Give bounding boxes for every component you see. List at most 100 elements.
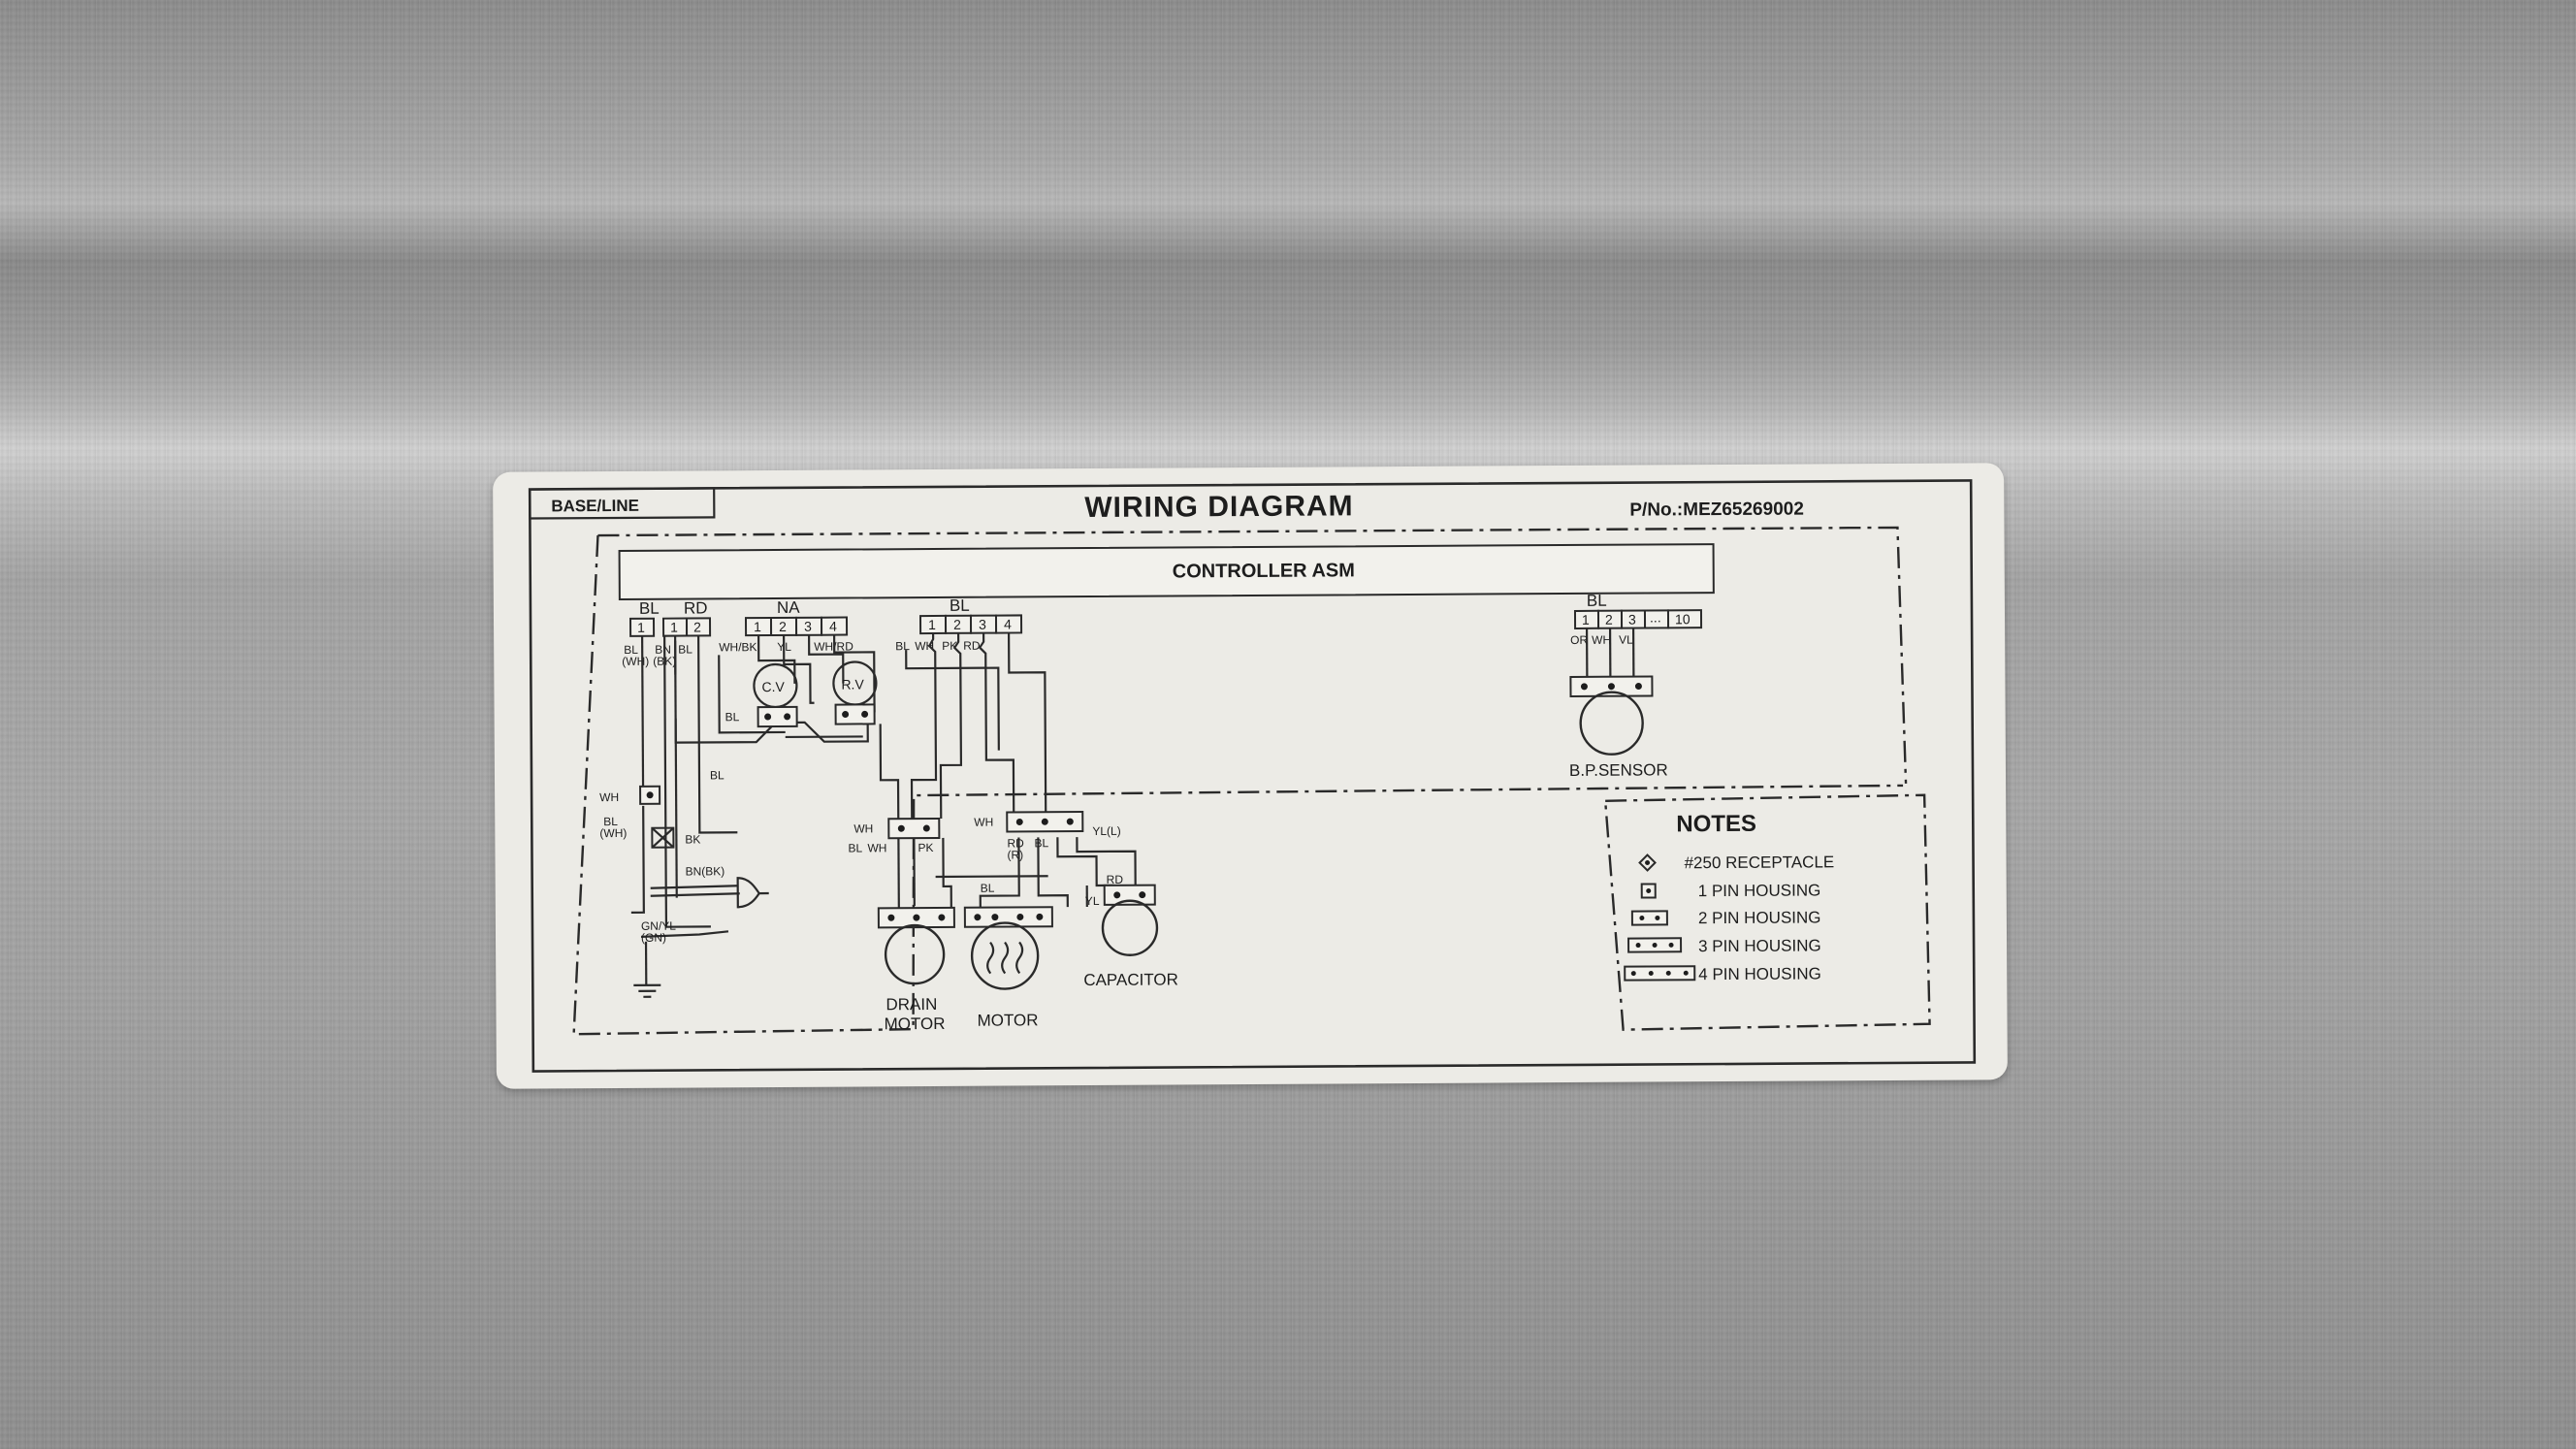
outer-frame <box>528 479 1977 1073</box>
notes-title: NOTES <box>1676 811 1756 838</box>
controller-box <box>618 543 1715 600</box>
svg-text:3: 3 <box>979 617 986 632</box>
wire-label: WH/BK <box>719 640 757 654</box>
rv-housing <box>834 703 876 725</box>
wire-label: WH <box>1592 633 1611 647</box>
wire-label: YL(L) <box>1092 824 1120 838</box>
motor-wiring <box>879 632 1137 909</box>
base-line-tag-box <box>529 487 716 520</box>
conn-na-label: NA <box>777 598 800 617</box>
conn-right-bl-label: BL <box>1587 592 1607 610</box>
svg-text:...: ... <box>1650 609 1661 625</box>
power-wiring <box>630 635 738 998</box>
wire-label: BL <box>624 643 638 657</box>
wire-label: BL <box>603 815 618 828</box>
wire-label: (WH) <box>622 655 649 668</box>
bp-sensor-wiring <box>1585 628 1635 679</box>
wire-label: BL <box>981 882 995 895</box>
enclosure-left <box>572 535 1904 1036</box>
svg-text:2: 2 <box>1605 612 1613 628</box>
two-pin-symbol-icon <box>1630 910 1668 926</box>
svg-text:1: 1 <box>928 617 936 632</box>
motor-housing <box>963 906 1053 928</box>
svg-text:1: 1 <box>637 620 645 635</box>
svg-text:1: 1 <box>670 620 678 635</box>
bp-sensor-label: B.P.SENSOR <box>1569 760 1668 780</box>
wire-label: (R) <box>1007 848 1023 861</box>
svg-text:4: 4 <box>1004 616 1012 631</box>
wire-label: BN(BK) <box>686 864 725 878</box>
wire-label: VL <box>1619 633 1633 647</box>
note-item: 1 PIN HOUSING <box>1698 881 1821 900</box>
cv-housing <box>757 705 798 728</box>
svg-text:3: 3 <box>1628 612 1636 628</box>
wire-label: BL <box>848 841 862 854</box>
svg-text:4: 4 <box>829 619 837 634</box>
conn-mid-bl-label: BL <box>950 596 970 615</box>
svg-text:1: 1 <box>1582 612 1590 628</box>
capacitor-label: CAPACITOR <box>1083 970 1178 989</box>
conn-left-bl-label: BL <box>639 599 660 618</box>
cv-label: C.V <box>761 679 785 694</box>
wire-label: BL <box>1034 836 1048 850</box>
capacitor-housing <box>1103 884 1156 906</box>
four-pin-symbol-icon <box>1624 965 1696 982</box>
svg-text:2: 2 <box>779 619 787 634</box>
note-item: #250 RECEPTACLE <box>1684 853 1834 872</box>
wire-label: BL <box>710 768 724 782</box>
wire-label: WH <box>599 790 619 804</box>
note-item: 3 PIN HOUSING <box>1698 936 1821 955</box>
svg-text:10: 10 <box>1675 611 1690 627</box>
wire-label: GN/YL <box>641 919 676 933</box>
wire-label: WH <box>867 841 886 854</box>
wire-label: RD <box>1007 836 1024 850</box>
left-connector-pins: 1 1 2 <box>628 617 712 637</box>
bp-sensor <box>1579 691 1644 756</box>
wire-label: YL <box>1085 894 1100 908</box>
wire-label: BL <box>678 643 692 657</box>
wire-label: (GN) <box>641 931 666 945</box>
diagram-title: WIRING DIAGRAM <box>1084 490 1354 524</box>
drain-motor <box>884 923 946 985</box>
receptacle-symbol-icon <box>1638 853 1657 872</box>
wire-label: PK <box>942 639 957 653</box>
enclosure-top <box>597 526 1908 784</box>
wire-label: (WH) <box>599 826 627 840</box>
svg-text:2: 2 <box>953 617 961 632</box>
na-connector-pins: 1 2 3 4 <box>744 616 849 637</box>
wire-label: OR <box>1570 633 1588 647</box>
wiring-diagram-label: BASE/LINE WIRING DIAGRAM P/No.:MEZ652690… <box>493 463 2008 1089</box>
rv-label: R.V <box>841 676 864 692</box>
motor-coils <box>986 941 1024 975</box>
base-line-tag: BASE/LINE <box>551 497 639 516</box>
wire-label: WH <box>853 821 873 835</box>
wire-label: BN <box>655 643 671 657</box>
svg-text:3: 3 <box>804 619 812 634</box>
wire-label: RD <box>1107 873 1124 886</box>
drain-motor-label-2: MOTOR <box>884 1014 945 1033</box>
wiring-diagram: BASE/LINE WIRING DIAGRAM P/No.:MEZ652690… <box>528 479 1977 1073</box>
right-connector-pins: 1 2 3 ... 10 <box>1573 609 1703 629</box>
receptacle-bk <box>651 826 675 849</box>
part-number: P/No.:MEZ65269002 <box>1629 499 1804 521</box>
svg-text:2: 2 <box>693 619 701 634</box>
wire-label: RD <box>963 639 981 653</box>
capacitor <box>1101 899 1159 956</box>
motor-label: MOTOR <box>977 1011 1038 1029</box>
wire-label: BL <box>725 710 740 724</box>
power-cord <box>650 885 740 897</box>
svg-text:1: 1 <box>754 619 761 634</box>
wire-label: PK <box>918 841 933 854</box>
notes-frame <box>1603 793 1931 1031</box>
wire-label: WH <box>974 816 993 829</box>
plug <box>736 877 761 909</box>
note-item: 2 PIN HOUSING <box>1698 908 1821 927</box>
motor <box>970 921 1040 990</box>
controller-label: CONTROLLER ASM <box>1173 560 1355 582</box>
notes-legend: #250 RECEPTACLE 1 PIN HOUSING 2 PIN HOUS… <box>1624 853 1834 983</box>
wire-label: BK <box>685 832 700 846</box>
wire-label: WH <box>915 639 934 653</box>
conn-left-rd-label: RD <box>684 598 708 617</box>
wire-label: BL <box>895 639 910 653</box>
note-item: 4 PIN HOUSING <box>1698 964 1821 983</box>
